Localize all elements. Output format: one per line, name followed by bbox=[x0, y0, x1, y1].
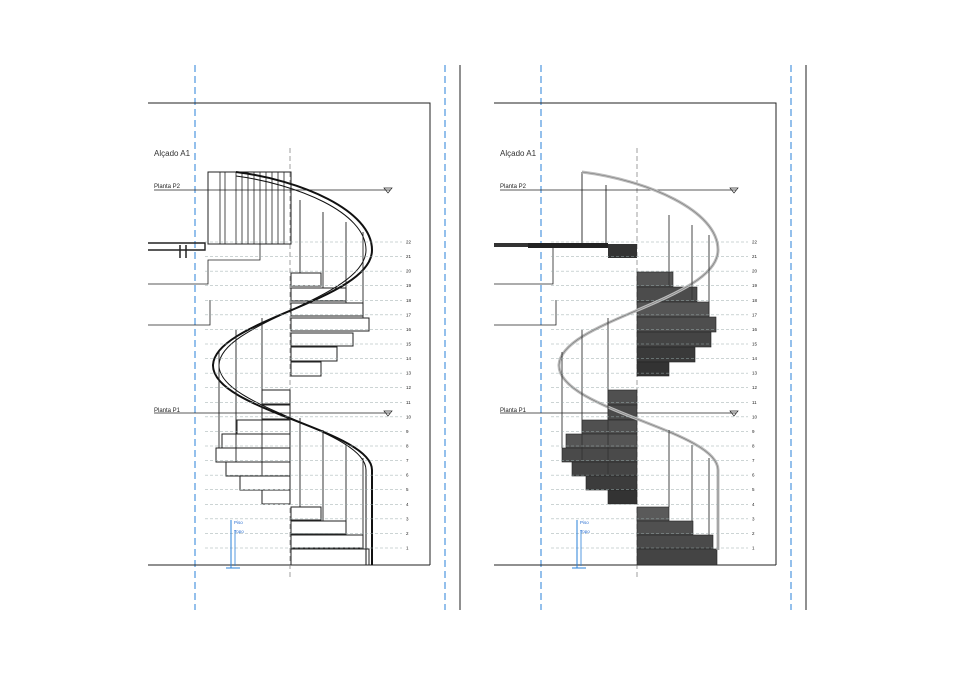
step-number: 1 bbox=[752, 546, 755, 551]
step-number: 14 bbox=[406, 356, 412, 361]
step-number: 9 bbox=[406, 429, 409, 434]
upper-posts bbox=[581, 172, 607, 244]
section-frame bbox=[148, 102, 431, 565]
treads-right-upper-shaded bbox=[636, 271, 717, 377]
tread-shaded bbox=[608, 244, 637, 258]
level-label-upper: Planta P2 bbox=[500, 184, 527, 190]
step-number: 13 bbox=[752, 371, 758, 376]
step-number: 8 bbox=[752, 444, 755, 449]
level-label-upper: Planta P2 bbox=[154, 184, 181, 190]
step-number: 10 bbox=[752, 414, 758, 419]
step-number: 1 bbox=[406, 546, 409, 551]
level-label-lower: Planta P1 bbox=[500, 408, 527, 414]
step-number: 19 bbox=[406, 283, 412, 288]
step-number: 16 bbox=[752, 327, 758, 332]
step-number: 11 bbox=[406, 400, 411, 405]
step-number: 3 bbox=[406, 516, 409, 521]
step-number: 11 bbox=[752, 400, 757, 405]
step-number: 21 bbox=[406, 254, 412, 259]
step-number: 19 bbox=[752, 283, 758, 288]
spiral-handrail bbox=[211, 171, 374, 565]
level-label-lower: Planta P1 bbox=[154, 408, 181, 414]
balusters-right bbox=[561, 215, 710, 535]
level-marker-icon bbox=[383, 410, 393, 417]
step-number: 22 bbox=[752, 240, 758, 245]
step-number: 2 bbox=[406, 531, 409, 536]
step-number: 7 bbox=[752, 458, 755, 463]
spiral-handrail-edge bbox=[558, 171, 719, 550]
annotation-text-1: Piso bbox=[580, 520, 589, 525]
step-number: 17 bbox=[752, 312, 758, 317]
step-number: 13 bbox=[406, 371, 412, 376]
step-number: 7 bbox=[406, 458, 409, 463]
treads-left bbox=[215, 389, 291, 505]
annotation-text-2: Topo bbox=[580, 529, 590, 534]
balusters-left bbox=[218, 318, 263, 476]
upper-slab bbox=[148, 242, 206, 251]
step-number: 21 bbox=[752, 254, 758, 259]
step-number: 12 bbox=[406, 385, 412, 390]
step-number: 6 bbox=[752, 473, 755, 478]
step-number: 14 bbox=[752, 356, 758, 361]
spiral-handrail-inner bbox=[218, 175, 367, 565]
annotation-text-1: Piso bbox=[234, 520, 243, 525]
step-number: 2 bbox=[752, 531, 755, 536]
elevation-panel-right: Alçado A1 Planta P2 Planta P1 bbox=[494, 65, 807, 610]
treads-right-lower bbox=[290, 506, 370, 566]
treads-right-upper bbox=[290, 272, 370, 377]
elevation-panel-left: Alçado A1 Planta P2 Planta P1 bbox=[148, 65, 461, 610]
treads-right-lower-shaded bbox=[636, 506, 718, 566]
step-number: 22 bbox=[406, 240, 412, 245]
level-marker-icon bbox=[729, 187, 739, 194]
upper-railing bbox=[207, 171, 292, 245]
step-number: 17 bbox=[406, 312, 412, 317]
step-number: 9 bbox=[752, 429, 755, 434]
section-frame bbox=[494, 102, 777, 565]
step-number: 15 bbox=[752, 342, 758, 347]
step-number: 12 bbox=[752, 385, 758, 390]
step-number: 5 bbox=[752, 487, 755, 492]
wall-outline bbox=[148, 300, 211, 326]
step-number: 18 bbox=[406, 298, 412, 303]
step-number: 6 bbox=[406, 473, 409, 478]
step-number: 10 bbox=[406, 414, 412, 419]
level-marker-icon bbox=[383, 187, 393, 194]
upper-balusters bbox=[219, 172, 285, 244]
step-number: 18 bbox=[752, 298, 758, 303]
upper-slab-dark bbox=[528, 243, 608, 248]
elevation-title: Alçado A1 bbox=[500, 149, 537, 158]
annotation-text-2: Topo bbox=[234, 529, 244, 534]
step-number: 8 bbox=[406, 444, 409, 449]
step-number: 5 bbox=[406, 487, 409, 492]
wall-outline bbox=[494, 300, 557, 326]
step-number: 20 bbox=[752, 269, 758, 274]
step-number: 4 bbox=[406, 502, 409, 507]
step-number: 20 bbox=[406, 269, 412, 274]
level-marker-icon bbox=[729, 410, 739, 417]
balusters-right-lower bbox=[299, 418, 364, 549]
step-number: 3 bbox=[752, 516, 755, 521]
elevation-title: Alçado A1 bbox=[154, 149, 191, 158]
step-number: 15 bbox=[406, 342, 412, 347]
treads-left-shaded bbox=[561, 389, 638, 505]
balusters-right-upper bbox=[299, 200, 364, 318]
step-number: 16 bbox=[406, 327, 412, 332]
wall-outline bbox=[494, 248, 554, 285]
step-number: 4 bbox=[752, 502, 755, 507]
